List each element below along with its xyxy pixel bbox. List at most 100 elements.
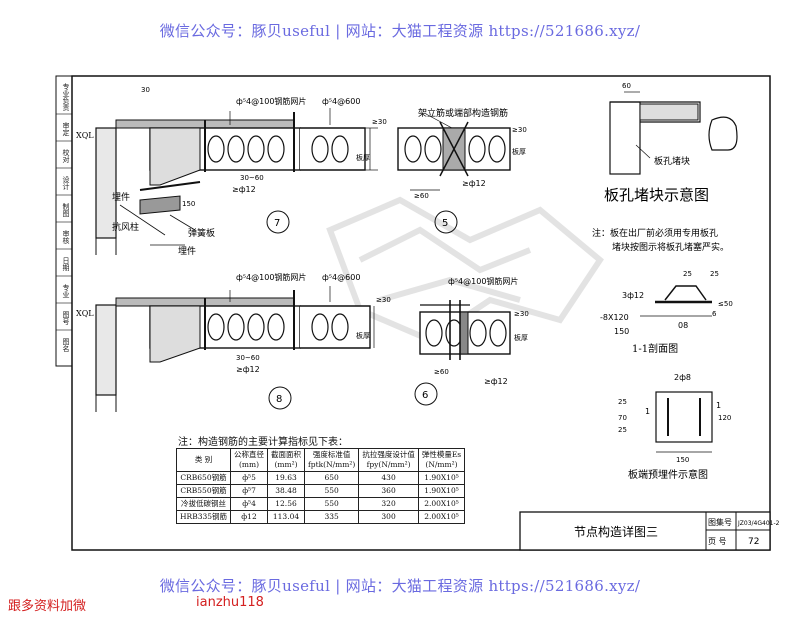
watermark-top: 微信公众号：豚贝useful | 网站：大猫工程资源 https://52168… (159, 22, 641, 40)
embed-150: 150 (676, 456, 689, 464)
table-cell: CRB550钢筋 (175, 484, 232, 498)
column-7: 抗风柱 (112, 221, 139, 233)
plug-dim60: 60 (622, 82, 631, 90)
num-8: 8 (276, 394, 282, 405)
embed-plate: 2ф8 25 70 25 120 150 1 1 板端预埋件示意图 (618, 373, 731, 481)
sec-25b: 25 (710, 270, 719, 278)
strip-frame (55, 75, 73, 367)
spring-plate-7 (139, 195, 181, 215)
contact-text: 跟多资料加微 (8, 599, 87, 614)
strip-cell: 设计 (62, 176, 70, 190)
range-7: 30~60 (240, 174, 264, 182)
table-cell: 550 (304, 497, 360, 511)
detail-5-marker (434, 210, 458, 234)
table-cell: 2.00X10⁵ (417, 510, 466, 524)
plug-diagram: 60 板孔堵块 板孔堵块示意图 注：板在出厂前必须用专用板孔 堵块按图示将板孔堵… (592, 82, 738, 253)
sec-6: 6 (712, 310, 717, 318)
notes-title: 注：构造钢筋的主要计算指标见下表： (178, 437, 348, 448)
table-cell: 300 (358, 510, 419, 524)
title-5: 架立筋或端部构造钢筋 (418, 107, 508, 119)
sec-plate: -8X120 (600, 313, 629, 322)
table-cell: 430 (358, 471, 419, 485)
plug-note-line2: 堵块按图示将板孔堵塞严实。 (612, 241, 729, 253)
detail-6-marker (414, 382, 438, 406)
table-cell: 360 (358, 484, 419, 498)
mesh-label-8: ф⁵4@100钢筋网片 (236, 272, 306, 282)
num-7: 7 (274, 218, 280, 229)
table-cell: HRB335钢筋 (175, 510, 232, 524)
strip-cell: 审定 (62, 122, 70, 136)
section-1-1: 25 25 3ф12 -8X120 150 08 ≤50 6 1-1剖面图 (600, 270, 733, 355)
dim30-7: ≥30 (372, 118, 387, 126)
strip-cell: 日期 (62, 257, 70, 271)
strip-cell: 专业 (62, 284, 70, 298)
table-header: 弹性模量Es(N/mm²) (417, 448, 466, 472)
plug-label: 板孔堵块 (654, 155, 690, 167)
thick-6: 板厚 (514, 333, 528, 342)
mesh-label-6: ф⁵4@100钢筋网片 (448, 276, 518, 286)
tb-set-label: 图集号 (708, 517, 732, 527)
table-cell: 1.90X10⁵ (417, 471, 466, 485)
embed-cut2: 1 (716, 401, 721, 410)
sec-bar: 3ф12 (622, 291, 644, 300)
tb-page-value: 72 (748, 537, 759, 547)
detail-8: ф⁵4@100钢筋网片 ф⁵4@600 XQL 30~60 ≥ф12 ≥30 板… (76, 272, 391, 412)
table-cell: 335 (304, 510, 360, 524)
table-row: CRB550钢筋 ф⁵7 38.48 550 360 1.90X10⁵ (175, 484, 466, 498)
tb-page-label: 页 号 (708, 537, 727, 546)
num-5: 5 (442, 218, 448, 229)
table-header: 类 别 (175, 448, 232, 472)
embed-25a: 25 (618, 426, 627, 434)
table-cell: 38.48 (267, 484, 306, 498)
strip-cell: 图号 (62, 311, 70, 325)
thick-8: 板厚 (356, 331, 370, 340)
plug-note-line1: 注：板在出厂前必须用专用板孔 (592, 227, 718, 239)
wall-7 (95, 127, 117, 239)
xql-7: XQL (76, 131, 94, 140)
detail-8-marker (268, 386, 292, 410)
spring-7: 弹簧板 (188, 227, 215, 239)
slab-holes-7 (207, 135, 285, 163)
tb-set-value: JZ03/4G401-2 (737, 520, 780, 527)
table-cell: 2.00X10⁵ (417, 497, 466, 511)
table-row: HRB335钢筋 ф12 113.04 335 300 2.00X10⁵ (175, 510, 466, 524)
table-row: 冷拔低碳钢丝 ф⁵4 12.56 550 320 2.00X10⁵ (175, 497, 466, 511)
rebar-7 (139, 181, 201, 191)
bar12-5: ≥ф12 (462, 179, 486, 188)
table-cell: 550 (304, 484, 360, 498)
bar-label-8: ф⁵4@600 (322, 273, 360, 282)
num-6: 6 (422, 390, 428, 401)
watermark-bottom: 微信公众号：豚贝useful | 网站：大猫工程资源 https://52168… (159, 577, 641, 595)
sec-title: 1-1剖面图 (632, 342, 678, 355)
range-8: 30~60 (236, 354, 260, 362)
embed1-7: 埋件 (112, 191, 130, 203)
table-cell: 12.56 (267, 497, 306, 511)
mesh-label-7: ф⁵4@100钢筋网片 (236, 96, 306, 106)
dim60-6: ≥60 (434, 368, 449, 376)
strip-cell: 校对 (62, 149, 70, 163)
detail-5: 架立筋或端部构造钢筋 ≥ф12 ≥60 板厚 ≥30 5 (397, 107, 527, 234)
table-header: 公称直径(mm) (230, 448, 269, 472)
dim30-5: ≥30 (512, 126, 527, 134)
detail-7: ф⁵4@100钢筋网片 ф⁵4@600 30 XQL ≥ф12 30~60 15… (76, 86, 387, 257)
dim60-5: ≥60 (414, 192, 429, 200)
sec-25a: 25 (683, 270, 692, 278)
embed-70: 70 (618, 414, 627, 422)
table-cell: 19.63 (267, 471, 306, 485)
xql-8: XQL (76, 309, 94, 318)
table-cell: ф⁵4 (230, 497, 269, 511)
title-block: 节点构造详图三 图集号 JZ03/4G401-2 页 号 72 (519, 511, 780, 551)
table-row: CRB650钢筋 ф⁵5 19.63 650 430 1.90X10⁵ (175, 471, 466, 485)
table-cell: ф⁵5 (230, 471, 269, 485)
bar12-7: ≥ф12 (232, 185, 256, 194)
bar12-8: ≥ф12 (236, 365, 260, 374)
table-cell: 1.90X10⁵ (417, 484, 466, 498)
bar-label-7: ф⁵4@600 (322, 97, 360, 106)
detail-6: ф⁵4@100钢筋网片 ≥60 ≥ф12 板厚 ≥30 6 (414, 276, 529, 406)
embed-120: 120 (718, 414, 731, 422)
table-cell: 113.04 (267, 510, 306, 524)
